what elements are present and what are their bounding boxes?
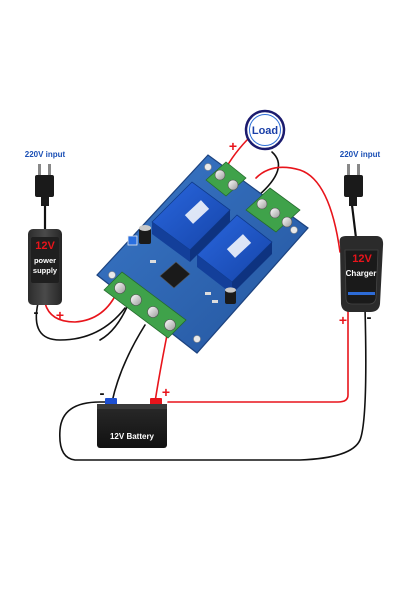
relay-1-side <box>152 222 190 262</box>
ps-minus-sign: - <box>34 304 39 321</box>
charger-face <box>344 249 379 305</box>
charger-minus-sign: - <box>367 309 372 326</box>
mount-hole-2 <box>204 163 212 171</box>
ps-label-line1: power <box>34 256 56 265</box>
battery-top-edge <box>97 404 167 409</box>
relay-board <box>96 154 309 354</box>
terminal-screw-t1 <box>214 169 226 181</box>
charger: 12V Charger <box>339 236 384 312</box>
relay-2-front <box>232 242 272 294</box>
ps-label-line2: supply <box>33 266 58 275</box>
battery-terminal-positive <box>150 398 162 405</box>
capacitor-2 <box>225 287 236 304</box>
wire-ps-negative <box>35 302 126 341</box>
ic-chip-body <box>159 261 191 289</box>
relay-2-side <box>197 255 232 294</box>
relay-1-front <box>190 210 230 262</box>
wire-battery-negative <box>111 324 146 403</box>
battery-plus-sign: + <box>162 384 170 400</box>
power-plug-right <box>344 164 363 206</box>
input-label-right: 220V input <box>340 150 381 159</box>
wire-charger-positive-loop <box>167 307 349 403</box>
plug-body-right <box>344 175 363 197</box>
relay-2-sticker <box>226 234 252 258</box>
charger-voltage-label: 12V <box>352 253 372 265</box>
terminal-screw-b2 <box>130 294 142 306</box>
terminal-screw-b1 <box>114 282 126 294</box>
smd-part-3 <box>212 300 218 303</box>
plug-neck-left <box>41 196 49 206</box>
ps-plus-sign: + <box>56 307 64 323</box>
plug-neck-right <box>349 196 357 206</box>
ps-voltage-label: 12V <box>35 240 55 252</box>
battery-terminal-negative <box>105 398 117 405</box>
plug-prong-right-2 <box>357 164 360 176</box>
ic-chip <box>159 261 191 289</box>
terminal-screw-t2 <box>227 179 239 191</box>
terminal-screw-r2 <box>269 207 281 219</box>
ps-label-area <box>31 237 59 283</box>
power-supply: 12V power supply <box>28 229 62 305</box>
input-label-left: 220V input <box>25 150 66 159</box>
wire-charger-positive-board <box>255 166 341 253</box>
load-plus-sign: + <box>229 138 237 154</box>
terminal-screw-b3 <box>147 306 159 318</box>
terminal-block-top <box>205 161 247 197</box>
relay-2 <box>196 214 273 294</box>
load-ring-inner <box>249 114 281 146</box>
terminal-block-top-body <box>205 161 247 197</box>
charger-plus-sign: + <box>339 312 347 328</box>
load-label: Load <box>252 125 278 137</box>
load-badge: Load + <box>229 109 286 154</box>
capacitor-2-body <box>225 290 236 304</box>
terminal-screw-r3 <box>281 216 293 228</box>
wire-charger-negative-loop <box>58 307 367 461</box>
battery: - + 12V Battery <box>97 384 170 448</box>
plug-prong-left-1 <box>38 164 41 176</box>
mount-hole-4 <box>193 335 201 343</box>
mount-hole-1 <box>108 271 116 279</box>
capacitor-1-body <box>139 228 151 244</box>
smd-part-1 <box>150 260 156 263</box>
wire-ps-positive <box>44 289 119 323</box>
relay-1-sticker <box>184 200 210 224</box>
terminal-block-bottom <box>103 271 187 339</box>
terminal-screw-b4 <box>164 319 176 331</box>
battery-label: 12V Battery <box>110 432 155 441</box>
left-input-group: 220V input 12V power supply - + <box>25 150 66 323</box>
capacitor-1-top <box>139 225 151 231</box>
wire-load-negative <box>257 151 280 197</box>
capacitor-2-top <box>225 287 236 293</box>
charger-name-label: Charger <box>346 269 377 278</box>
capacitor-1 <box>139 225 151 244</box>
mount-hole-3 <box>290 226 298 234</box>
plug-body-left <box>35 175 54 197</box>
charger-accent-stripe <box>348 292 375 295</box>
wire-charger-plug-cord <box>350 203 358 240</box>
plug-prong-left-2 <box>48 164 51 176</box>
terminal-block-right <box>245 187 301 233</box>
smd-part-2 <box>205 292 211 295</box>
potentiometer <box>127 235 138 246</box>
right-input-group: 220V input 12V Charger + - <box>339 150 384 328</box>
plug-prong-right-1 <box>347 164 350 176</box>
battery-minus-sign: - <box>100 385 105 402</box>
relay-1 <box>151 181 231 262</box>
power-plug-left <box>35 164 54 206</box>
battery-body <box>97 404 167 448</box>
terminal-screw-r1 <box>256 198 268 210</box>
